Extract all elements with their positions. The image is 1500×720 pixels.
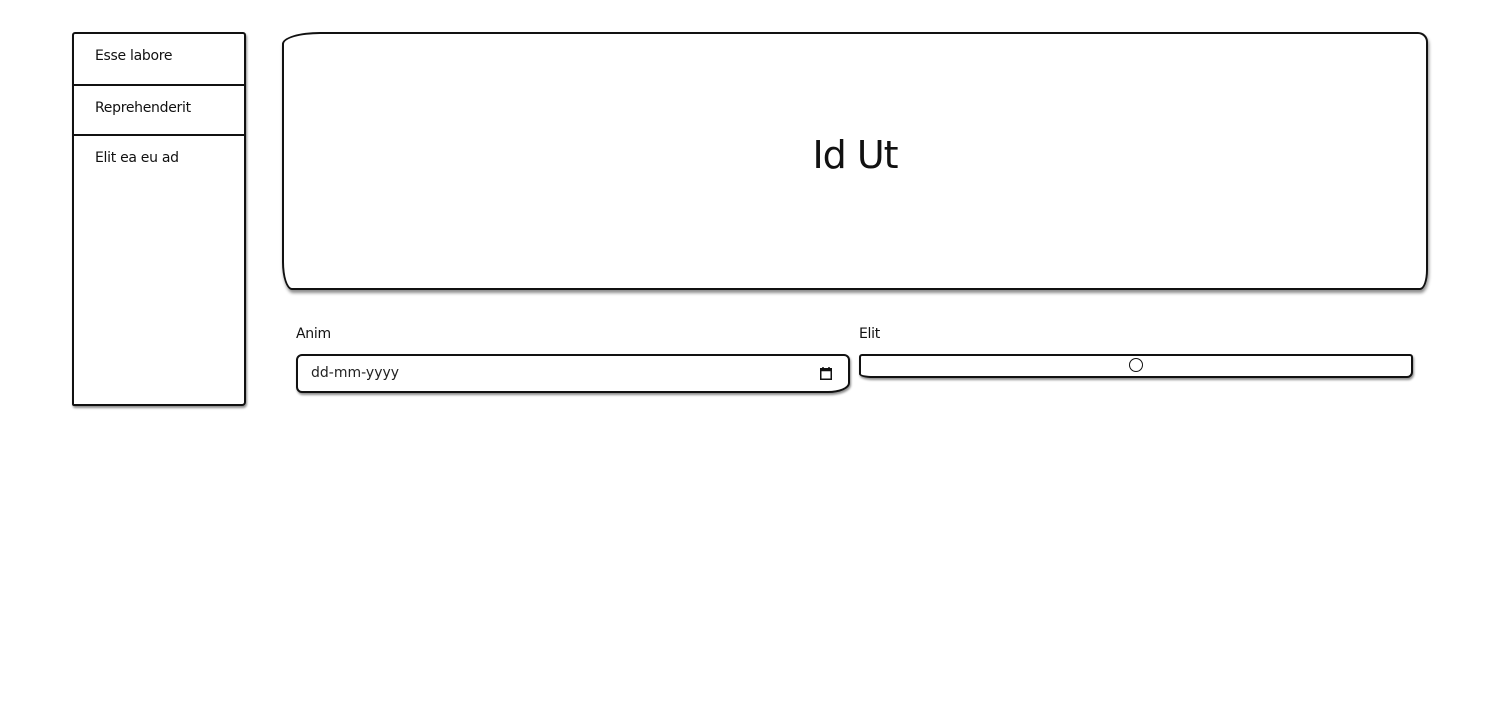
range-slider[interactable]: [859, 354, 1413, 378]
calendar-icon[interactable]: [820, 367, 832, 380]
sidebar-item-label: Esse labore: [95, 48, 173, 64]
sidebar-item-label: Elit ea eu ad: [95, 150, 179, 166]
sidebar-item-reprehenderit[interactable]: Reprehenderit: [74, 84, 244, 134]
range-field-label: Elit: [859, 326, 880, 342]
sidebar: Esse labore Reprehenderit Elit ea eu ad: [72, 32, 246, 406]
sidebar-item-elit-ea-eu-ad[interactable]: Elit ea eu ad: [74, 134, 244, 184]
date-placeholder: dd-mm-yyyy: [311, 365, 400, 381]
hero-title: Id Ut: [812, 133, 898, 177]
date-field-label: Anim: [296, 326, 331, 342]
range-slider-thumb[interactable]: [1129, 358, 1143, 372]
date-input[interactable]: dd-mm-yyyy: [296, 354, 850, 393]
hero-card: Id Ut: [282, 32, 1428, 290]
sidebar-item-label: Reprehenderit: [95, 100, 191, 116]
sidebar-item-esse-labore[interactable]: Esse labore: [74, 34, 244, 84]
